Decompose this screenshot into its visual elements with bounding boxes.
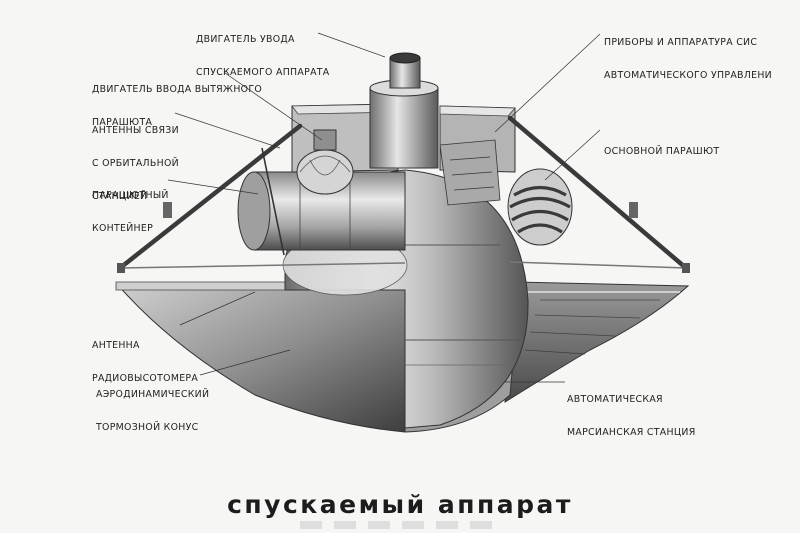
- cropped-subtitle-fragment: [300, 521, 500, 529]
- label-aero-cone: АЭРОДИНАМИЧЕСКИЙ ТОРМОЗНОЙ КОНУС: [96, 389, 210, 433]
- label-radio-antenna: АНТЕННА РАДИОВЫСОТОМЕРА: [92, 340, 199, 384]
- aero-cone-right: [504, 281, 690, 403]
- descent-engine-body: [369, 87, 439, 169]
- label-main-parachute: ОСНОВНОЙ ПАРАШЮТ: [604, 146, 720, 157]
- label-instruments: ПРИБОРЫ И АППАРАТУРА СИС АВТОМАТИЧЕСКОГО…: [604, 37, 772, 81]
- aero-cone-left: [116, 284, 406, 433]
- label-parachute-container: ПАРАШЮТНЫЙ КОНТЕЙНЕР: [92, 190, 169, 234]
- instrument-rack: [439, 139, 501, 206]
- label-pilot-engine: ДВИГАТЕЛЬ ВВОДА ВЫТЯЖНОГО ПАРАШЮТА: [92, 84, 263, 128]
- label-descent-engine: ДВИГАТЕЛЬ УВОДА СПУСКАЕМОГО АППАРАТА: [196, 34, 330, 78]
- pilot-engine-dome: [296, 149, 354, 195]
- label-antennas: АНТЕННЫ СВЯЗИ С ОРБИТАЛЬНОЙ СТАНЦИЕЙ: [92, 125, 179, 202]
- main-parachute: [507, 168, 573, 246]
- label-mars-station: АВТОМАТИЧЕСКАЯ МАРСИАНСКАЯ СТАНЦИЯ: [567, 394, 696, 438]
- support-struts: [117, 115, 689, 271]
- leader-lines: [167, 32, 601, 383]
- diagram-title: спускаемый аппарат: [227, 490, 573, 519]
